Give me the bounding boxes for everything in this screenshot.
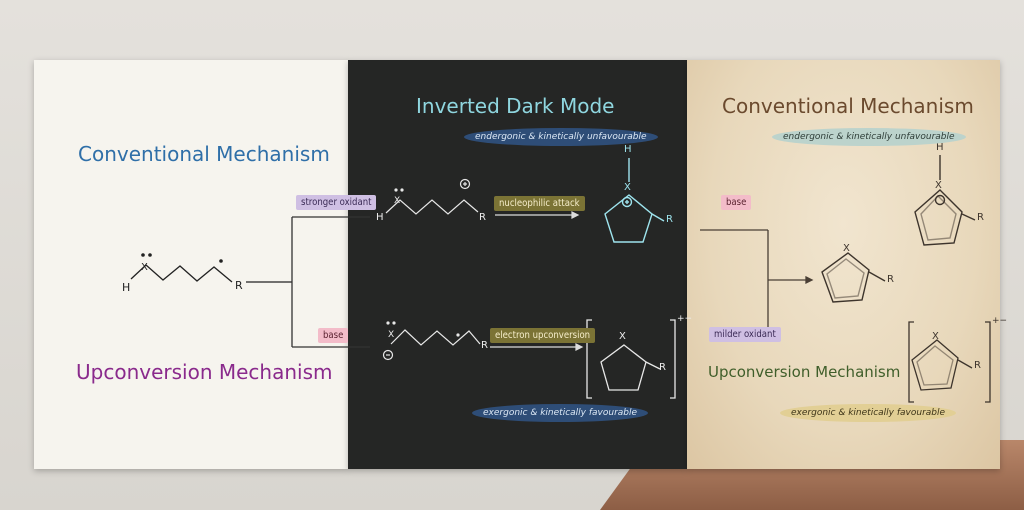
cation-h-atom: H: [376, 212, 384, 223]
oxonium-x-atom: X: [624, 182, 631, 193]
paper-cation-x-atom: X: [935, 180, 942, 191]
oxonium-r-group: R: [666, 214, 673, 225]
anion-x-atom: X: [388, 330, 395, 340]
radical-anion-x-atom: X: [619, 331, 626, 342]
paper-pill-exergonic: exergonic & kinetically favourable: [780, 404, 957, 422]
cyclic-cation-product: [604, 158, 665, 243]
tag-base-light: base: [318, 328, 349, 343]
nucleophilic-arrow: [495, 211, 580, 219]
paper-cation-h-atom: H: [936, 142, 944, 153]
cation-x-atom: X: [394, 196, 401, 206]
paper-radical-anion: [908, 321, 991, 403]
radical-anion-product: [586, 319, 676, 399]
upconversion-arrow: [490, 343, 584, 351]
paper-pill-endergonic: endergonic & kinetically unfavourable: [772, 128, 966, 146]
paper-cation-ring: [914, 155, 976, 246]
dark-pill-exergonic: exergonic & kinetically favourable: [472, 404, 649, 422]
starting-substrate: [130, 264, 292, 283]
paper-title-upconversion: Upconversion Mechanism: [708, 363, 901, 381]
radical-anion-r-group: R: [659, 362, 666, 373]
substrate-h-atom: H: [122, 281, 131, 294]
paper-ring-r-group: R: [887, 274, 894, 285]
light-title-conventional: Conventional Mechanism: [78, 142, 330, 166]
dark-pill-endergonic: endergonic & kinetically unfavourable: [464, 128, 658, 146]
cation-intermediate: [385, 178, 479, 215]
cation-r-group: R: [479, 212, 486, 223]
paper-neutral-ring: [821, 252, 886, 303]
paper-anion-charge: +−: [992, 316, 1008, 326]
tag-stronger-oxidant: stronger oxidant: [296, 195, 377, 210]
paper-ring-x-atom: X: [843, 243, 850, 254]
dark-title: Inverted Dark Mode: [416, 94, 615, 118]
cation-charge-circle: [459, 178, 471, 190]
paper-anion-r-group: R: [974, 360, 981, 371]
tag-nucleophilic-attack: nucleophilic attack: [494, 196, 585, 211]
branch-lines: [291, 216, 370, 348]
paper-title-conventional: Conventional Mechanism: [722, 94, 974, 118]
substrate-r-group: R: [235, 279, 243, 292]
tag-milder-oxidant: milder oxidant: [709, 327, 781, 342]
paper-anion-x-atom: X: [932, 331, 939, 342]
radical-anion-charge: +−: [677, 314, 693, 324]
substrate-lone-pair: [141, 253, 223, 263]
oxonium-h-atom: H: [624, 144, 632, 155]
anion-intermediate: [382, 329, 481, 361]
paper-cation-r-group: R: [977, 212, 984, 223]
substrate-radical-dot: [219, 259, 223, 263]
anion-r-group: R: [481, 340, 488, 351]
substrate-x-atom: X: [141, 262, 148, 273]
light-title-upconversion: Upconversion Mechanism: [76, 360, 333, 384]
tag-electron-upconversion: electron upconversion: [490, 328, 596, 343]
tag-base-paper: base: [721, 195, 752, 210]
paper-branch-lines: [700, 229, 814, 334]
anion-charge-circle: [382, 349, 394, 361]
panel-light: [34, 60, 348, 469]
